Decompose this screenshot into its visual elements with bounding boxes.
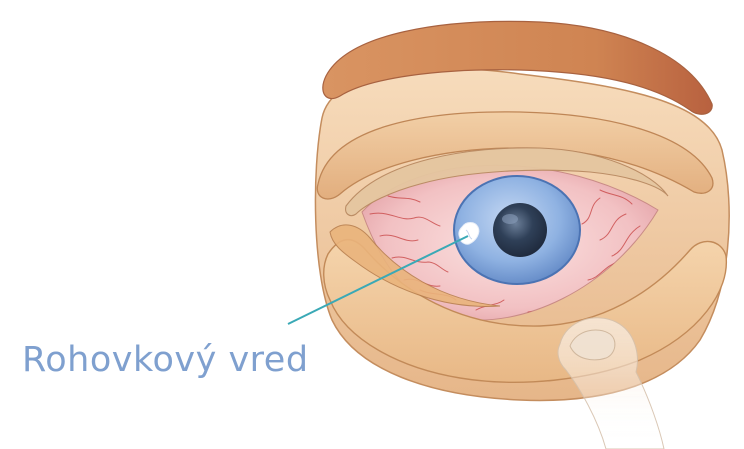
corneal-ulcer-label: Rohovkový vred: [22, 340, 309, 380]
pupil-highlight: [502, 214, 518, 224]
pupil: [493, 203, 547, 257]
